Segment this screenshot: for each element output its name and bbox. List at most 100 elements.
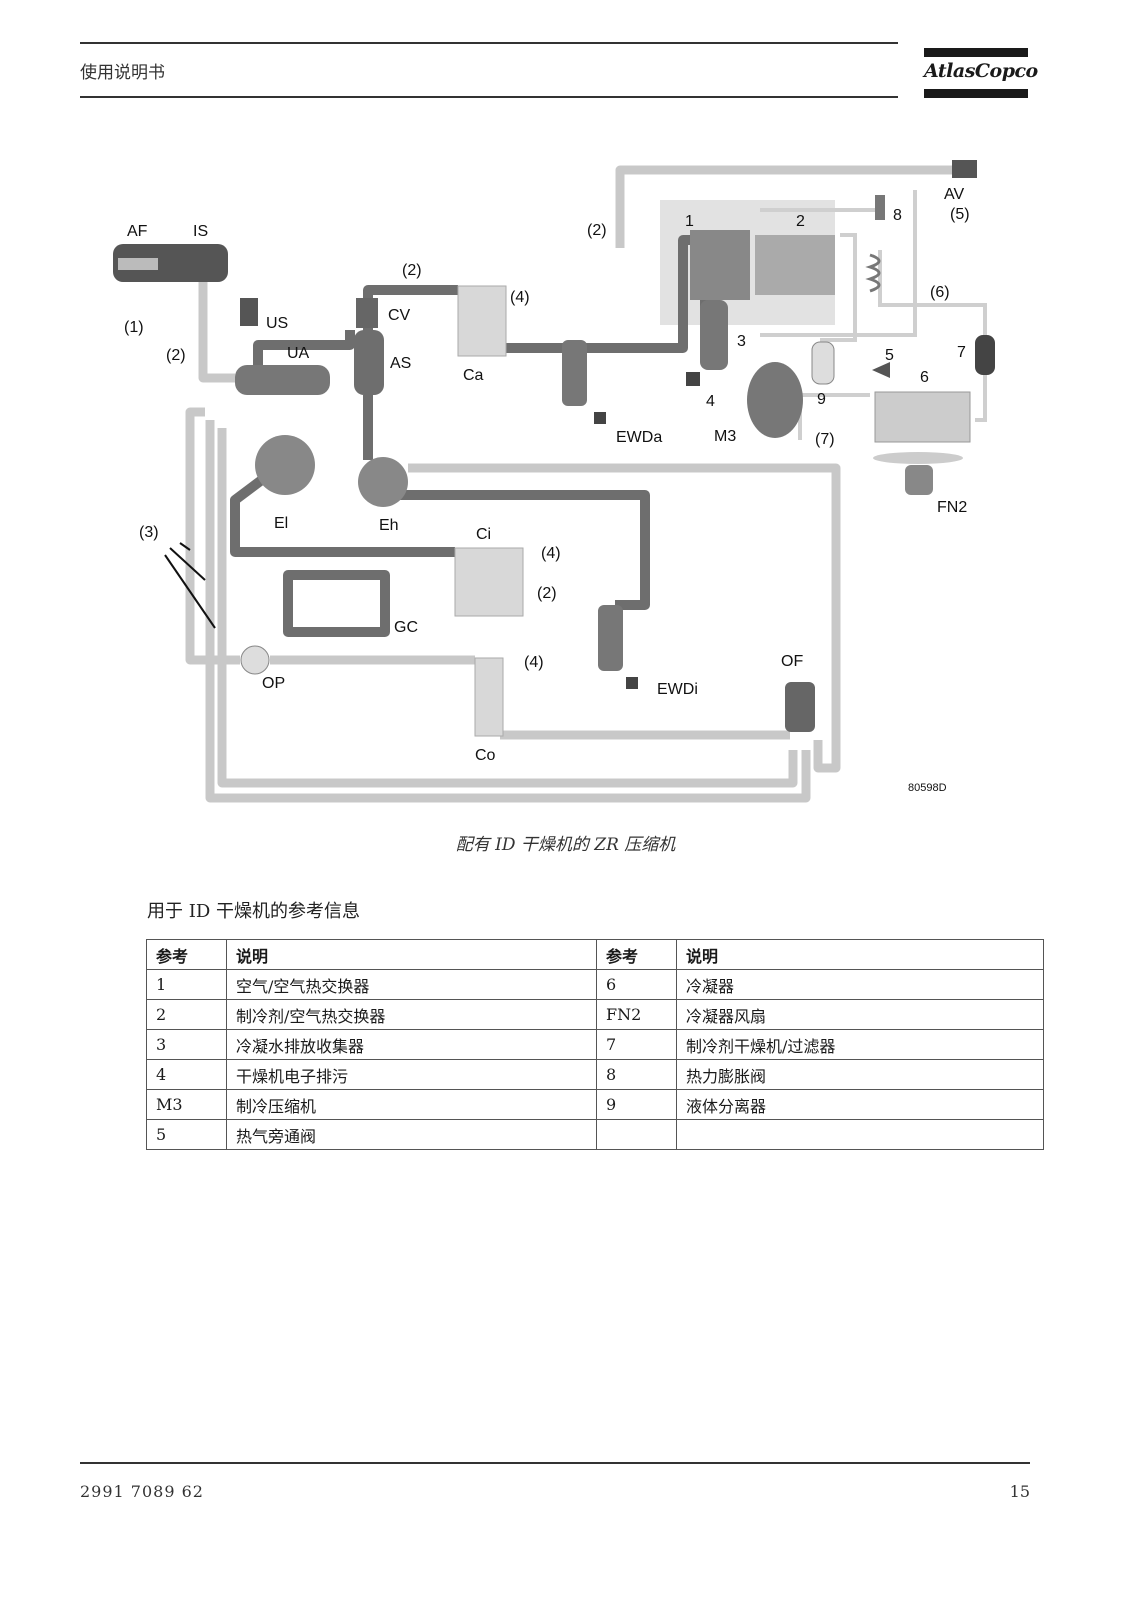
leader-3c bbox=[179, 542, 191, 551]
label-cv: CV bbox=[388, 307, 411, 324]
water-loop-outer bbox=[185, 407, 240, 665]
fan-motor bbox=[905, 465, 933, 495]
refrigerant-compressor bbox=[747, 362, 803, 438]
ua-to-el bbox=[253, 330, 355, 365]
label-p7: (7) bbox=[815, 431, 835, 448]
label-p1: (1) bbox=[124, 319, 144, 336]
liquid-separator bbox=[811, 341, 835, 385]
table-row: 2 制冷剂/空气热交换器 FN2 冷凝器风扇 bbox=[146, 999, 1044, 1030]
label-eh: Eh bbox=[379, 517, 399, 534]
oil-filter bbox=[785, 682, 815, 732]
table-cell: 6 bbox=[596, 969, 677, 1000]
condenser-fan bbox=[873, 452, 963, 464]
oil-pump bbox=[240, 645, 270, 675]
label-p2a: (2) bbox=[166, 347, 186, 364]
eh-to-ewdi bbox=[400, 490, 650, 610]
header-top-rule bbox=[80, 42, 898, 44]
label-p5: (5) bbox=[950, 206, 970, 223]
table-header: 说明 bbox=[226, 939, 597, 970]
return-loop-1 bbox=[205, 420, 811, 803]
gc-box bbox=[283, 570, 390, 637]
label-n7: 7 bbox=[957, 344, 966, 361]
label-p6: (6) bbox=[930, 284, 950, 301]
label-fn2: FN2 bbox=[937, 499, 967, 516]
label-p2b: (2) bbox=[402, 262, 422, 279]
refrigerant-line-b bbox=[878, 250, 987, 335]
table-cell: 2 bbox=[146, 999, 227, 1030]
compressor-flow-diagram: AF IS (1) (2) US UA (2) CV AS (4) Ca (2)… bbox=[113, 160, 995, 803]
intercooler-ci bbox=[454, 547, 524, 617]
hot-gas-bypass-valve bbox=[872, 362, 890, 378]
page-number: 15 bbox=[1009, 1482, 1030, 1501]
refrigerant-line-f bbox=[760, 190, 917, 337]
low-pressure-element bbox=[255, 435, 315, 495]
label-p3: (3) bbox=[139, 524, 159, 541]
label-n2: 2 bbox=[796, 213, 805, 230]
section-title: 用于 ID 干燥机的参考信息 bbox=[147, 901, 360, 922]
label-p4c: (4) bbox=[524, 654, 544, 671]
table-cell: M3 bbox=[146, 1089, 227, 1120]
table-cell: 8 bbox=[596, 1059, 677, 1090]
table-cell: 制冷压缩机 bbox=[226, 1089, 597, 1120]
label-n9: 9 bbox=[817, 391, 826, 408]
label-ewdi: EWDi bbox=[657, 681, 698, 698]
table-cell: 9 bbox=[596, 1089, 677, 1120]
el-loop bbox=[230, 466, 455, 557]
table-cell: 冷凝水排放收集器 bbox=[226, 1029, 597, 1060]
label-as: AS bbox=[390, 355, 411, 372]
table-cell: 7 bbox=[596, 1029, 677, 1060]
label-n4: 4 bbox=[706, 393, 715, 410]
label-ua: UA bbox=[287, 345, 310, 362]
table-cell: 空气/空气热交换器 bbox=[226, 969, 597, 1000]
label-n8: 8 bbox=[893, 207, 902, 224]
table-cell: 1 bbox=[146, 969, 227, 1000]
table-header: 参考 bbox=[146, 939, 227, 970]
refrigerant-line-d bbox=[798, 393, 870, 440]
document-number: 2991 7089 62 bbox=[80, 1482, 204, 1501]
table-row: 4 干燥机电子排污 8 热力膨胀阀 bbox=[146, 1059, 1044, 1090]
label-is: IS bbox=[193, 223, 208, 240]
table-cell: FN2 bbox=[596, 999, 677, 1030]
label-p4a: (4) bbox=[510, 289, 530, 306]
label-m3: M3 bbox=[714, 428, 736, 445]
dryer-drain bbox=[686, 372, 700, 386]
table-cell: 干燥机电子排污 bbox=[226, 1059, 597, 1090]
label-op: OP bbox=[262, 675, 285, 692]
expansion-valve bbox=[875, 195, 885, 220]
table-cell: 热气旁通阀 bbox=[226, 1119, 597, 1150]
label-co: Co bbox=[475, 747, 496, 764]
table-cell: 3 bbox=[146, 1029, 227, 1060]
footer-rule bbox=[80, 1462, 1030, 1464]
label-ci: Ci bbox=[476, 526, 491, 543]
table-cell bbox=[676, 1119, 1044, 1150]
table-row: 3 冷凝水排放收集器 7 制冷剂干燥机/过滤器 bbox=[146, 1029, 1044, 1060]
label-n3: 3 bbox=[737, 333, 746, 350]
label-p4b: (4) bbox=[541, 545, 561, 562]
reference-table: 参考 说明 参考 说明 1 空气/空气热交换器 6 冷凝器 2 制冷剂/空气热交… bbox=[146, 939, 1044, 1150]
expansion-coil bbox=[865, 253, 881, 293]
ewda-drain bbox=[594, 412, 606, 424]
condenser bbox=[874, 391, 971, 443]
label-us: US bbox=[266, 315, 288, 332]
table-header: 参考 bbox=[596, 939, 677, 970]
label-p2c: (2) bbox=[587, 222, 607, 239]
label-n1: 1 bbox=[685, 213, 694, 230]
atlas-copco-logo: AtlasCopco bbox=[924, 48, 1038, 98]
ewda-separator bbox=[562, 340, 587, 406]
refrigerant-filter-drier bbox=[975, 335, 995, 375]
table-cell bbox=[596, 1119, 677, 1150]
of-to-top bbox=[408, 463, 841, 773]
table-header: 说明 bbox=[676, 939, 1044, 970]
ewdi-drain bbox=[626, 677, 638, 689]
refrigerant-line-e bbox=[820, 233, 857, 342]
logo-wordmark: AtlasCopco bbox=[924, 60, 1038, 82]
label-n6: 6 bbox=[920, 369, 929, 386]
header-title: 使用说明书 bbox=[80, 63, 165, 83]
leader-3a bbox=[169, 547, 206, 581]
label-gc: GC bbox=[394, 619, 418, 636]
air-silencer bbox=[354, 330, 384, 395]
table-cell: 5 bbox=[146, 1119, 227, 1150]
label-of: OF bbox=[781, 653, 803, 670]
air-filter-element bbox=[118, 258, 158, 270]
dryer-hx1 bbox=[690, 230, 750, 300]
